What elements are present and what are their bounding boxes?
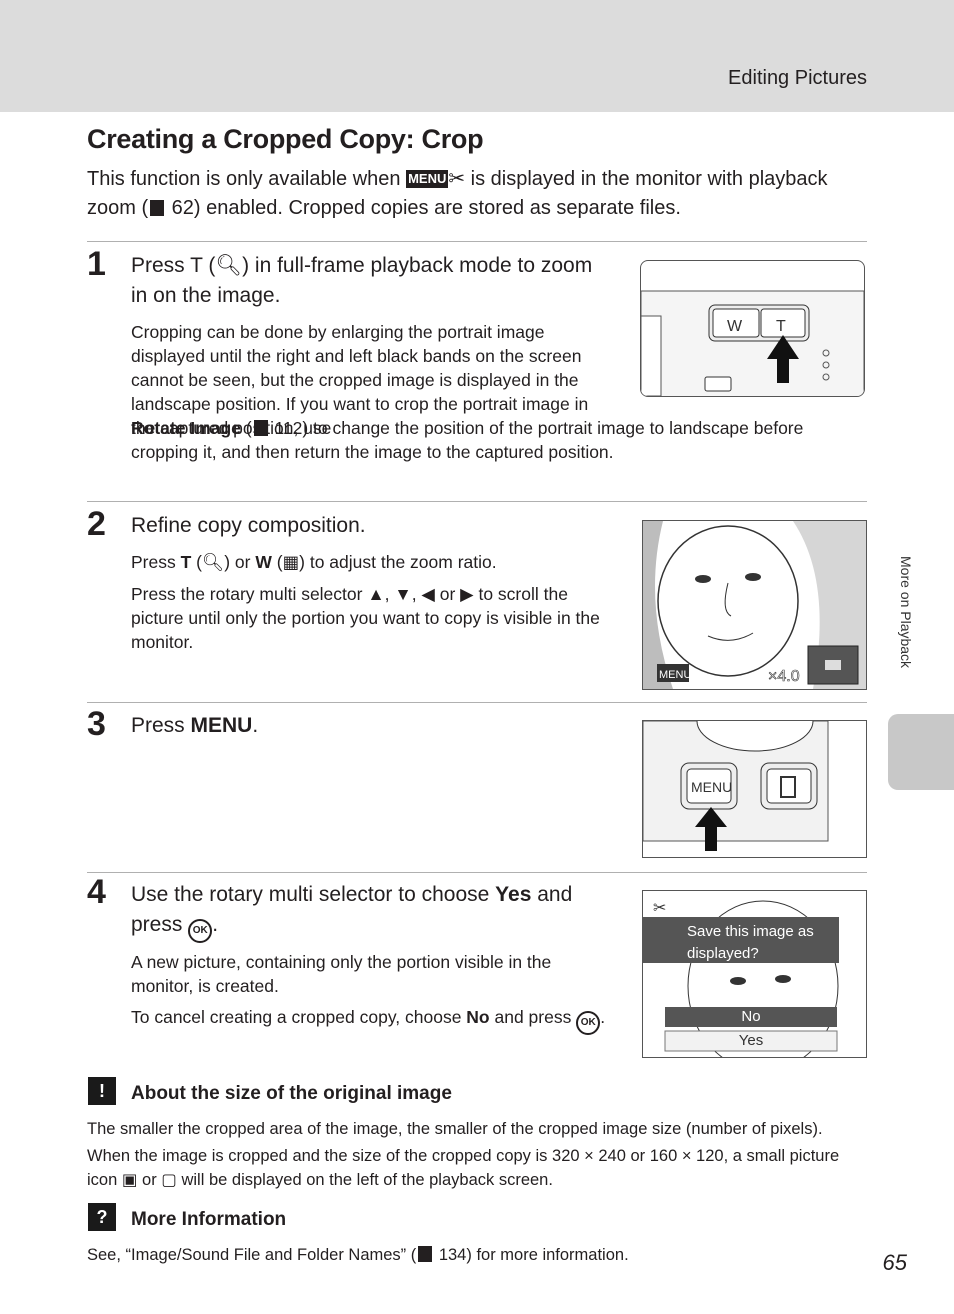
zoomed-portrait-illustration: MENU ×4.0 (642, 520, 867, 690)
menu-crop-icon: MENU (406, 170, 449, 188)
info-icon: ? (88, 1203, 116, 1231)
note-body: The smaller the cropped area of the imag… (87, 1120, 823, 1138)
heading-part: ) in full-frame playback mode to zoom in… (131, 254, 593, 307)
note-part: When the image is cropped and the size o… (87, 1147, 840, 1189)
w-button-label: W (727, 318, 743, 335)
intro-part: is displayed in the monitor with playbac… (87, 168, 828, 219)
menu-icon-label: MENU (659, 669, 691, 681)
intro-part: This function is only available when (87, 168, 407, 190)
page-reference-icon (253, 420, 268, 436)
note-part: 134) for more information. (434, 1246, 629, 1264)
camera-back-drawing: W T (641, 290, 864, 396)
t-label: T (180, 552, 192, 572)
body-part: ) or (224, 552, 256, 572)
step-number: 1 (87, 245, 106, 283)
w-label: W (255, 552, 272, 572)
body-part: and press (489, 1007, 577, 1027)
step-body: A new picture, containing only the porti… (131, 952, 552, 996)
step-number: 2 (87, 505, 106, 543)
heading-part: Press T ( (131, 254, 216, 277)
save-dialog-illustration: ✂ Save this image as displayed? No Yes (642, 890, 867, 1058)
step-heading: Refine copy composition. (131, 514, 366, 537)
page-reference-icon (418, 1246, 433, 1262)
crop-icon: ✂ (653, 900, 666, 917)
body-part: ( (191, 552, 203, 572)
camera-zoom-buttons-illustration: W T (640, 260, 865, 397)
step-number: 4 (87, 873, 106, 911)
dialog-message: Save this image as displayed? (687, 923, 814, 962)
body-part: Cropping can be done by enlarging the po… (131, 322, 589, 438)
divider (87, 702, 867, 703)
heading-part: . (212, 913, 219, 936)
note-body: When the image is cropped and the size o… (87, 1144, 847, 1192)
small-picture-icon: ▢ (161, 1171, 177, 1189)
page-header (0, 0, 954, 112)
note-body: See, “Image/Sound File and Folder Names”… (87, 1243, 877, 1267)
trash-icon (780, 776, 796, 798)
heading-part: Use the rotary multi selector to choose (131, 883, 496, 906)
body-part: ) to adjust the zoom ratio. (299, 552, 497, 572)
menu-button-label: MENU (691, 779, 732, 795)
ok-button-icon: OK (188, 919, 213, 943)
step-body: Cropping can be done by enlarging the po… (131, 320, 597, 440)
camera-menu-drawing: MENU (643, 721, 866, 857)
note-part: or (137, 1171, 162, 1189)
body-part: To cancel creating a cropped copy, choos… (131, 1007, 467, 1027)
dialog-no-option[interactable]: No (741, 1008, 761, 1025)
heading-part: Press (131, 714, 191, 737)
camera-menu-button-illustration: MENU (642, 720, 867, 858)
dialog-drawing: ✂ (643, 891, 866, 1057)
side-tab (888, 714, 954, 790)
body-part: ( (240, 418, 252, 438)
page-number: 65 (882, 1250, 907, 1275)
side-tab-text: More on Playback (898, 556, 914, 669)
body-part: ( (271, 552, 283, 572)
portrait-drawing: MENU ×4.0 (643, 521, 866, 689)
step-body: To cancel creating a cropped copy, choos… (131, 1005, 611, 1035)
dialog-yes-option[interactable]: Yes (738, 1032, 764, 1049)
zoom-in-icon: 🔍︎ (202, 552, 225, 572)
section-title: Editing Pictures (728, 67, 867, 89)
step-heading: Press MENU. (131, 711, 258, 741)
yes-label: Yes (495, 883, 532, 906)
arrow-up-icon (767, 335, 799, 383)
intro-part: 62) enabled. Cropped copies are stored a… (166, 197, 681, 219)
page-reference-icon (150, 200, 165, 216)
divider (87, 501, 867, 502)
heading-part: . (252, 714, 259, 737)
body-part: Press (131, 552, 181, 572)
note-title: About the size of the original image (131, 1083, 452, 1104)
heading-part: and press (131, 883, 573, 936)
note-title: More Information (131, 1209, 287, 1230)
step-heading: Press T (🔍︎) in full-frame playback mode… (131, 251, 601, 311)
zoom-in-icon: 🔍︎ (215, 254, 243, 277)
divider (87, 241, 867, 242)
body-part: . (600, 1007, 606, 1027)
ok-button-icon: OK (576, 1011, 601, 1035)
note-part: See, “Image/Sound File and Folder Names”… (87, 1246, 417, 1264)
body-part: 112) to change the position of the portr… (131, 418, 804, 462)
thumbnail-icon: ▦ (282, 552, 300, 572)
divider (87, 872, 867, 873)
menu-label: MENU (190, 714, 253, 737)
t-button-label: T (776, 318, 786, 335)
page-title: Creating a Cropped Copy: Crop (87, 124, 484, 154)
small-picture-icon: ▣ (121, 1171, 138, 1189)
caution-icon: ! (88, 1077, 116, 1105)
step-body: Press the rotary multi selector ▲, ▼, ◀ … (131, 584, 600, 652)
step-number: 3 (87, 705, 106, 743)
zoom-ratio: ×4.0 (768, 668, 800, 685)
rotate-image-label: Rotate Image (131, 418, 241, 438)
intro-text: This function is only available when MEN… (87, 168, 828, 219)
step-body: Press T (🔍︎) or W (▦) to adjust the zoom… (131, 550, 621, 574)
step-heading: Use the rotary multi selector to choose … (131, 880, 611, 943)
no-label: No (466, 1007, 490, 1027)
note-part: will be displayed on the left of the pla… (176, 1171, 553, 1189)
side-tab-label: More on Playback (896, 556, 916, 716)
step-body-continued: Rotate Image ( 112) to change the positi… (131, 416, 861, 464)
arrow-up-icon (695, 807, 727, 851)
